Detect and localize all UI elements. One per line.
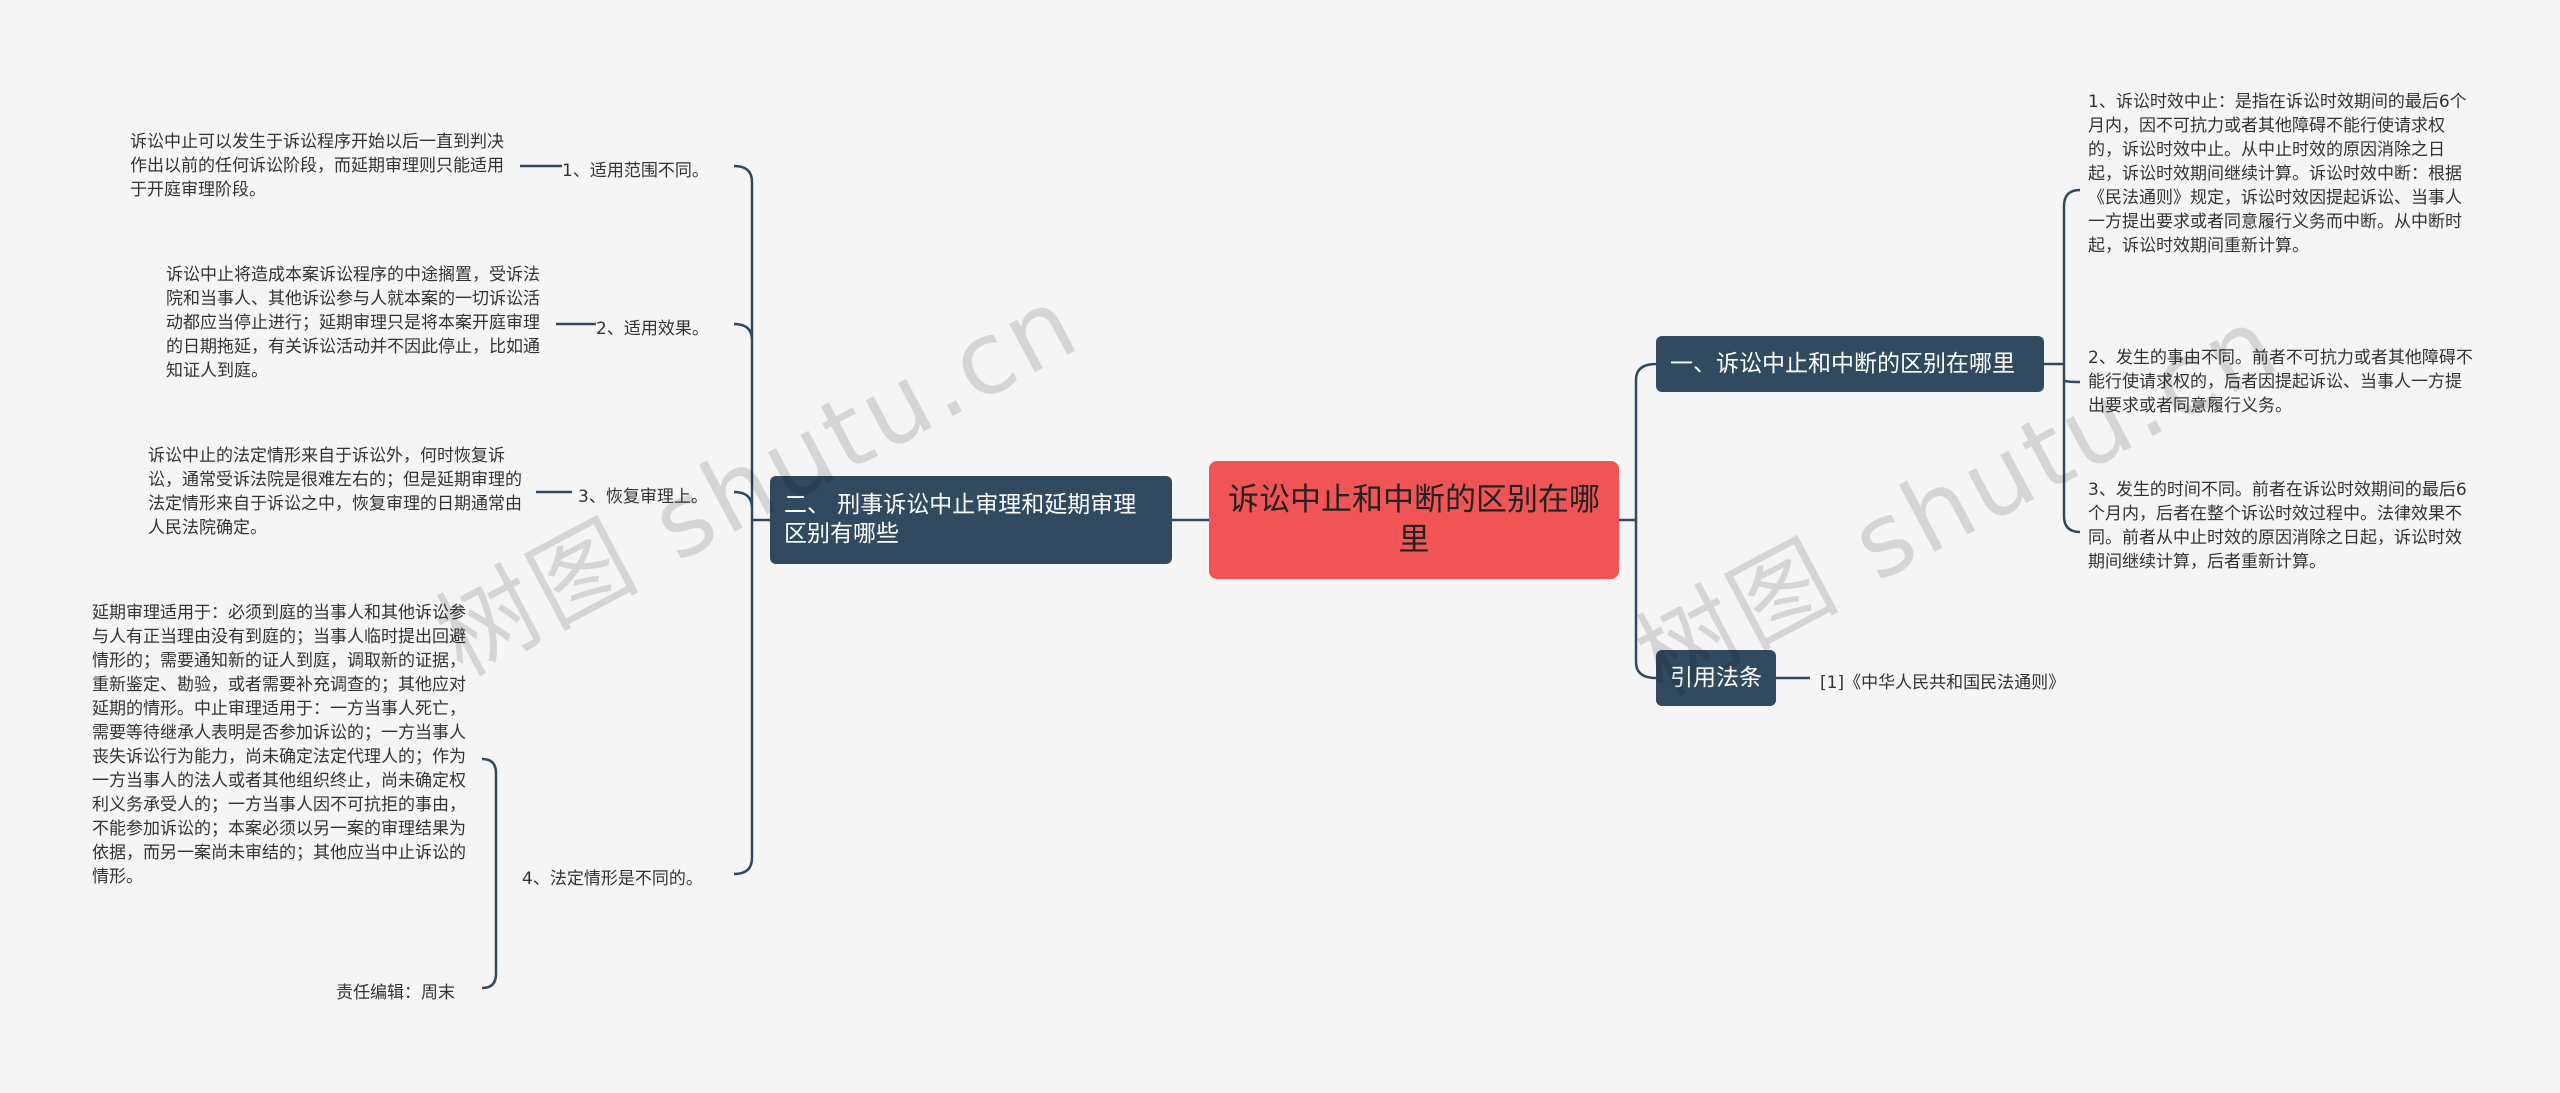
citation-item[interactable]: [1]《中华人民共和国民法通则》 [1820, 673, 2066, 693]
left-item-3-detail: 诉讼中止的法定情形来自于诉讼外，何时恢复诉讼，通常受诉法院是很难左右的；但是延期… [148, 446, 522, 538]
right-item-1-detail: 1、诉讼时效中止：是指在诉讼时效期间的最后6个月内，因不可抗力或者其他障碍不能行… [2088, 92, 2467, 256]
root-node[interactable]: 诉讼中止和中断的区别在哪里 [1209, 461, 1619, 579]
left-item-3-label[interactable]: 3、恢复审理上。 [578, 487, 708, 507]
right-branch-2-node[interactable]: 引用法条 [1656, 650, 1776, 706]
right-item-3-detail: 3、发生的时间不同。前者在诉讼时效期间的最后6个月内，后者在整个诉讼时效过程中。… [2088, 480, 2467, 572]
left-item-2-label[interactable]: 2、适用效果。 [596, 319, 709, 339]
right-branch-1-node[interactable]: 一、诉讼中止和中断的区别在哪里 [1656, 336, 2044, 392]
connector-right-spine [1634, 362, 1657, 680]
left-item-2-detail: 诉讼中止将造成本案诉讼程序的中途搁置，受诉法院和当事人、其他诉讼参与人就本案的一… [166, 265, 540, 381]
root-title: 诉讼中止和中断的区别在哪里 [1228, 482, 1600, 558]
connector-left-spine [733, 164, 754, 876]
connector-left-item-4-spine [481, 757, 498, 990]
right-branch-2-title: 引用法条 [1670, 664, 1762, 691]
connector-r1-spine [2062, 188, 2081, 534]
right-branch-1-title: 一、诉讼中止和中断的区别在哪里 [1670, 350, 2015, 377]
left-item-4-label[interactable]: 4、法定情形是不同的。 [522, 869, 703, 889]
left-item-1-detail: 诉讼中止可以发生于诉讼程序开始以后一直到判决作出以前的任何诉讼阶段，而延期审理则… [130, 132, 504, 200]
right-item-2-detail: 2、发生的事由不同。前者不可抗力或者其他障碍不能行使请求权的，后者因提起诉讼、当… [2088, 348, 2473, 416]
left-branch-title: 二、 刑事诉讼中止审理和延期审理区别有哪些 [784, 492, 1137, 547]
left-item-1-label[interactable]: 1、适用范围不同。 [562, 161, 709, 181]
editor-credit: 责任编辑：周末 [336, 983, 455, 1003]
left-item-4-detail: 延期审理适用于：必须到庭的当事人和其他诉讼参与人有正当理由没有到庭的；当事人临时… [92, 603, 466, 887]
left-branch-node[interactable]: 二、 刑事诉讼中止审理和延期审理区别有哪些 [770, 476, 1172, 564]
